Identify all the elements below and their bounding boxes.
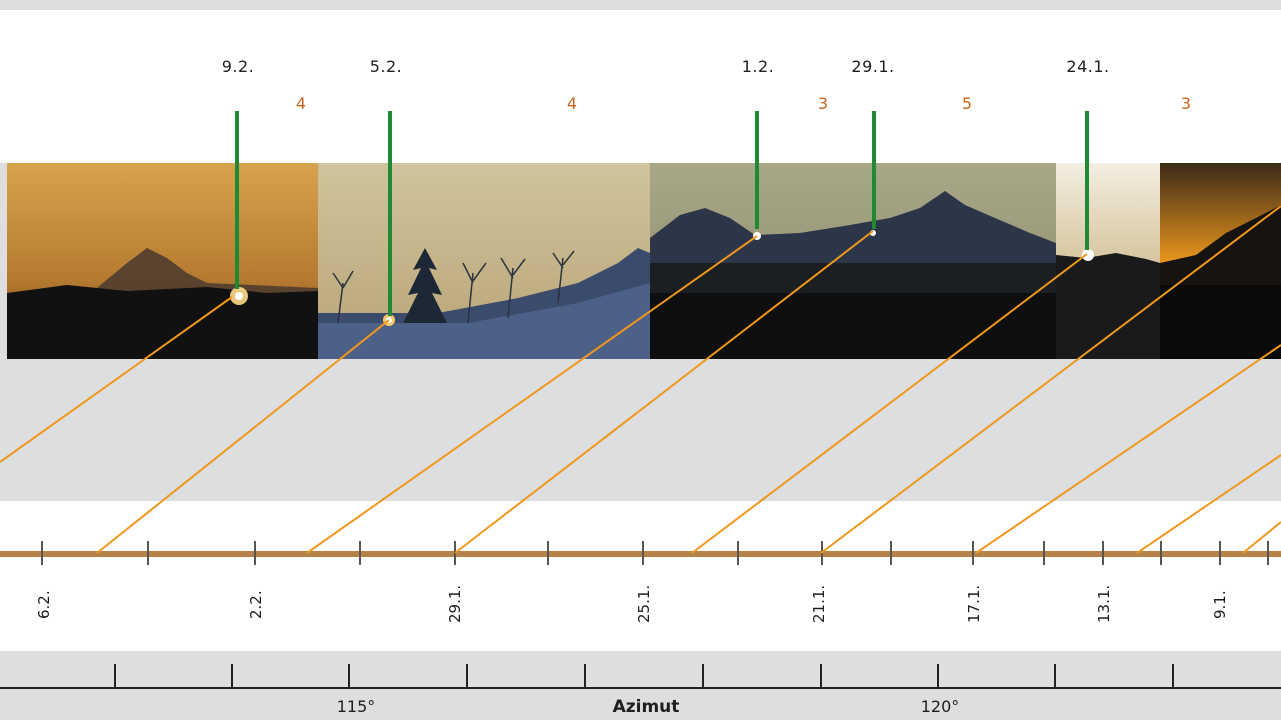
top-date-label: 24.1. bbox=[1066, 57, 1110, 76]
timeline-band bbox=[0, 501, 1281, 651]
day-count: 4 bbox=[566, 94, 578, 113]
top-label-band bbox=[0, 10, 1281, 163]
projection-line bbox=[1136, 454, 1281, 554]
timeline-date-label: 21.1. bbox=[810, 584, 828, 623]
projection-line bbox=[96, 319, 390, 554]
projection-line bbox=[975, 344, 1281, 554]
sunrise-marker-5 bbox=[1085, 111, 1089, 250]
timeline-bar bbox=[0, 551, 1281, 557]
photo-panel-2 bbox=[318, 163, 650, 359]
photo-panel-3 bbox=[650, 163, 1056, 359]
timeline-date-label: 17.1. bbox=[965, 584, 983, 623]
top-date-label: 5.2. bbox=[369, 57, 403, 76]
timeline-date-label: 6.2. bbox=[35, 590, 53, 619]
photo-panel-1 bbox=[7, 163, 318, 359]
day-count: 3 bbox=[1180, 94, 1192, 113]
timeline-date-label: 29.1. bbox=[446, 584, 464, 623]
top-date-label: 9.2. bbox=[221, 57, 255, 76]
projection-line bbox=[691, 253, 1088, 554]
projection-line bbox=[454, 230, 874, 554]
top-date-label: 1.2. bbox=[741, 57, 775, 76]
timeline-date-label: 13.1. bbox=[1095, 584, 1113, 623]
photo-panel-4 bbox=[1056, 163, 1281, 359]
day-count: 4 bbox=[295, 94, 307, 113]
sunrise-marker-1 bbox=[235, 111, 239, 289]
timeline-date-label: 9.1. bbox=[1211, 590, 1229, 619]
projection-line bbox=[1242, 521, 1281, 554]
projection-line bbox=[306, 235, 758, 554]
projection-line bbox=[820, 205, 1281, 554]
azimuth-axis-title: Azimut bbox=[612, 697, 680, 717]
azimuth-tick-label: 115° bbox=[336, 697, 376, 716]
day-count: 3 bbox=[817, 94, 829, 113]
top-date-label: 29.1. bbox=[851, 57, 895, 76]
day-count: 5 bbox=[961, 94, 973, 113]
sunrise-marker-4 bbox=[872, 111, 876, 229]
sunrise-marker-3 bbox=[755, 111, 759, 229]
timeline-date-label: 25.1. bbox=[635, 584, 653, 623]
timeline-date-label: 2.2. bbox=[247, 590, 265, 619]
projection-line bbox=[0, 296, 233, 463]
azimuth-tick-label: 120° bbox=[920, 697, 960, 716]
sunrise-marker-2 bbox=[388, 111, 392, 316]
